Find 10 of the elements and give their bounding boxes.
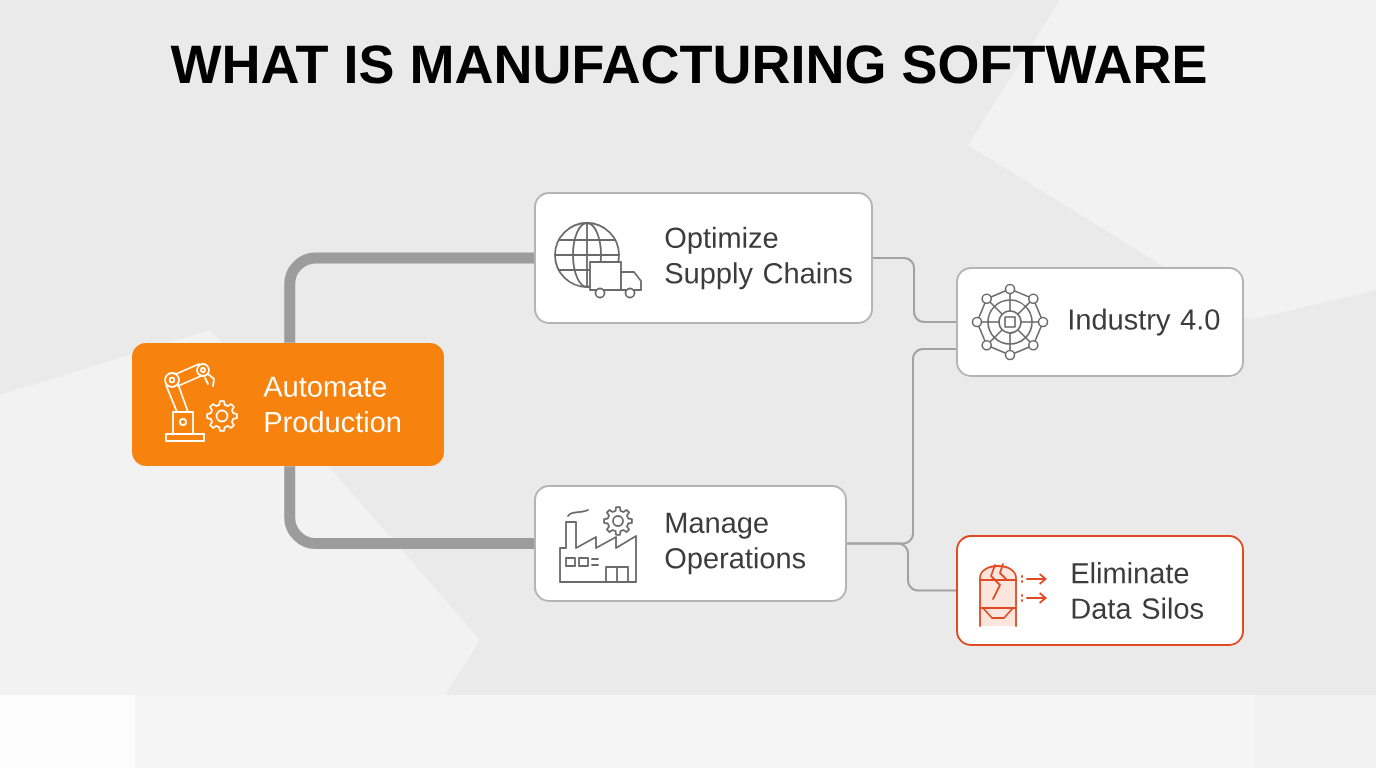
connector <box>284 466 534 549</box>
process-box: Eliminate Data Silos <box>956 535 1244 646</box>
title: WHAT IS MANUFACTURING SOFTWARE <box>170 45 1206 84</box>
process-box: Industry 4.0 <box>956 267 1244 377</box>
connector <box>872 257 957 323</box>
connector <box>846 542 957 592</box>
process-box: Optimize Supply Chains <box>534 192 873 324</box>
connector <box>284 252 534 343</box>
process-box: Automate Production <box>132 343 444 466</box>
process-box: Manage Operations <box>534 485 847 602</box>
